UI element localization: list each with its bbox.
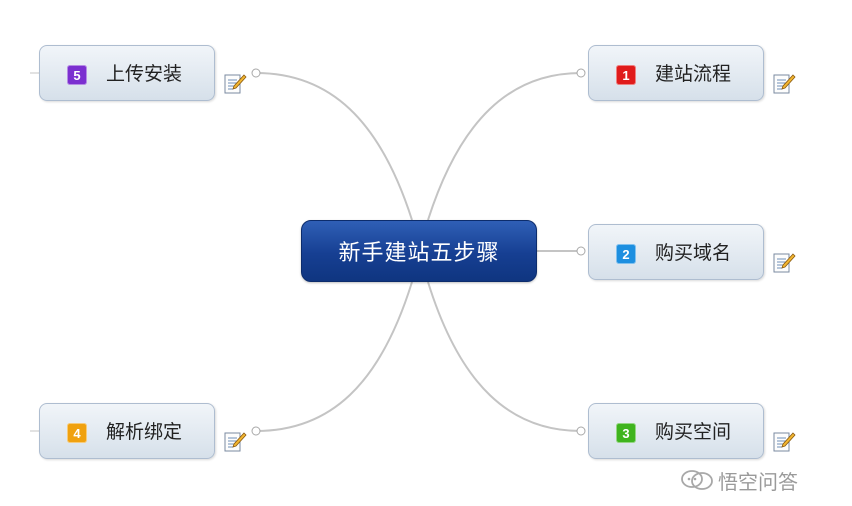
priority-badge-4: 4 [67,423,87,443]
topic-label: 上传安装 [106,63,183,85]
connector-end-node-3 [576,426,586,436]
connector-to-node-4 [255,281,413,432]
topic-label: 建站流程 [655,63,732,85]
connector-end-node-2 [576,246,586,256]
central-topic-label: 新手建站五步骤 [338,241,500,266]
note-pencil-icon[interactable] [223,72,247,96]
note-pencil-icon[interactable] [772,251,796,275]
topic-label: 购买域名 [655,242,732,264]
connector-to-node-5 [255,72,413,221]
watermark-text: 悟空问答 [718,469,798,494]
note-pencil-icon[interactable] [772,430,796,454]
priority-badge-3: 3 [616,423,636,443]
topic-node-buy-domain[interactable]: 2 购买域名 [588,224,764,280]
note-pencil-icon[interactable] [223,430,247,454]
topic-node-resolve-bind[interactable]: 4 解析绑定 [39,403,215,459]
connector-end-node-5 [251,68,261,78]
watermark: 悟空问答 [680,466,798,494]
topic-label: 解析绑定 [106,421,183,443]
topic-node-upload-install[interactable]: 5 上传安装 [39,45,215,101]
priority-badge-2: 2 [616,244,636,264]
topic-node-buy-hosting[interactable]: 3 购买空间 [588,403,764,459]
central-topic[interactable]: 新手建站五步骤 [301,220,537,282]
priority-badge-5: 5 [67,65,87,85]
note-pencil-icon[interactable] [772,72,796,96]
topic-label: 购买空间 [655,421,732,443]
connector-end-node-1 [576,68,586,78]
connector-end-node-4 [251,426,261,436]
connector-to-node-3 [427,281,582,432]
topic-node-build-process[interactable]: 1 建站流程 [588,45,764,101]
priority-badge-1: 1 [616,65,636,85]
connector-to-node-1 [427,72,582,221]
chat-bubbles-icon [681,470,713,490]
